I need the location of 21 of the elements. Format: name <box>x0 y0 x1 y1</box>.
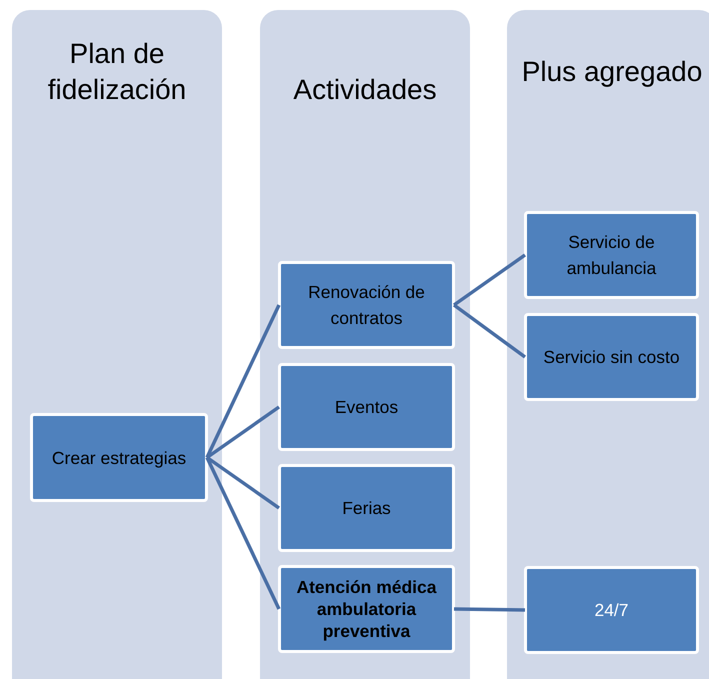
connector-line <box>206 406 280 459</box>
process-box: Crear estrategias <box>30 413 208 502</box>
process-box: Atención médica ambulatoria preventiva <box>278 565 455 653</box>
process-box: Eventos <box>278 363 455 451</box>
connector-line <box>206 456 280 510</box>
process-box: Renovación de contratos <box>278 261 455 349</box>
process-box: Servicio de ambulancia <box>524 211 699 299</box>
process-box: 24/7 <box>524 566 699 654</box>
column-panel <box>507 10 709 679</box>
column-heading: Plus agregado <box>520 55 704 89</box>
connector-line <box>452 304 526 358</box>
connector-line <box>453 254 526 306</box>
column-heading: Plan de fidelización <box>46 37 188 107</box>
column-heading: Actividades <box>292 73 438 107</box>
process-box: Ferias <box>278 464 455 552</box>
connector-line <box>205 304 281 458</box>
column-panel <box>12 10 222 679</box>
column-panel <box>260 10 470 679</box>
process-box: Servicio sin costo <box>524 313 699 401</box>
connector-line <box>454 607 526 612</box>
connector-line <box>205 456 281 610</box>
